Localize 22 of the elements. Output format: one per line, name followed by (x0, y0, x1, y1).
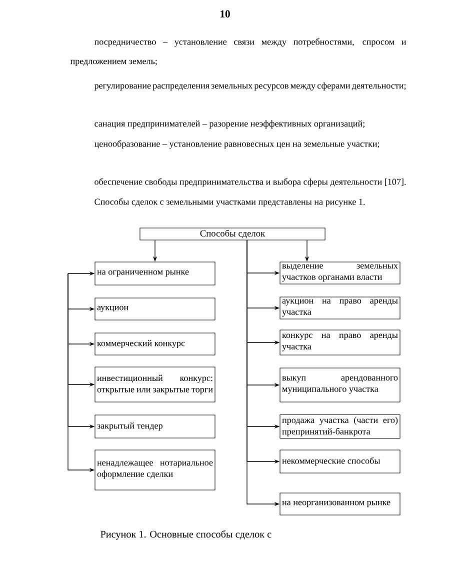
method-box: ненадлежащее нотариальное оформление сделки (94, 450, 216, 490)
method-box: аукцион на право аренды участка (280, 296, 400, 320)
method-box: продажа участка (части его) препринятий-банкрота (280, 414, 400, 439)
page-number: 10 (220, 10, 230, 18)
method-box: на неорганизованном рынке (280, 492, 400, 516)
body-text: Способы сделок с земельными участками представлены на рисунке 1. (94, 198, 365, 207)
method-box: коммерческий конкурс (94, 332, 216, 356)
body-text: ценообразование – установление равновесных цен на земельные участки; (94, 140, 380, 149)
method-box: инвестиционный конкурс: открытые или закрытые торги (94, 366, 216, 402)
method-box: некоммерческие способы (280, 450, 400, 474)
body-text: посредничество – установление связи между потребностями, спросом и предложением земель; (70, 38, 406, 66)
method-box: конкурс на право аренды участка (280, 330, 400, 356)
body-text: санация предпринимателей – разорение неэффективных организаций; (94, 120, 364, 128)
figure-caption: Рисунок 1. Основные способы сделок с (100, 530, 272, 540)
method-box: на ограниченном рынке (94, 262, 216, 286)
title-box: Способы сделок (140, 228, 326, 240)
body-text: обеспечение свободы предпринимательства и выбора сферы деятельности [107]. (94, 178, 406, 187)
method-box: выделение земельных участков органами власти (280, 262, 400, 284)
method-box: закрытый тендер (94, 414, 216, 438)
method-box: выкуп арендованного муниципального участка (280, 368, 400, 402)
method-box: аукцион (94, 298, 216, 320)
body-text: регулирование распределения земельных ресурсов между сферами деятельности; (94, 82, 406, 91)
